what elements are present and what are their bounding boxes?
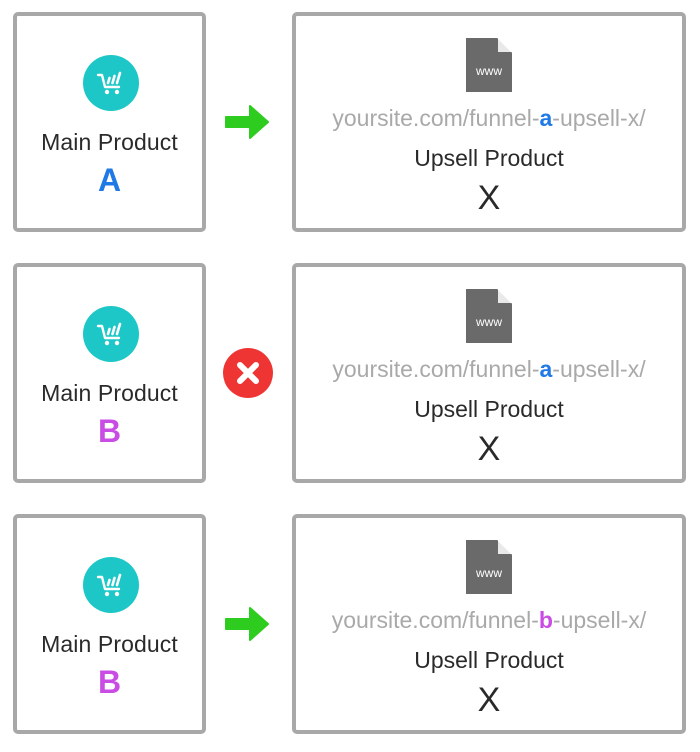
upsell-product-letter: X bbox=[477, 179, 501, 217]
main-product-label: Main Product bbox=[41, 380, 178, 406]
web-page-document-icon: www bbox=[466, 37, 513, 92]
main-product-box: Main Product B bbox=[13, 514, 206, 734]
main-product-variant-letter: B bbox=[97, 413, 122, 449]
doc-icon-text: www bbox=[475, 315, 502, 329]
upsell-product-letter: X bbox=[477, 430, 501, 468]
url-prefix: yoursite.com/funnel- bbox=[332, 356, 540, 382]
upsell-product-box: www yoursite.com/funnel-a-upsell-x/ Upse… bbox=[292, 12, 686, 232]
url-suffix: -upsell-x/ bbox=[552, 105, 646, 131]
main-product-box: Main Product A bbox=[13, 12, 206, 232]
green-arrow-icon bbox=[222, 598, 274, 650]
url-prefix: yoursite.com/funnel- bbox=[332, 105, 540, 131]
main-product-label: Main Product bbox=[41, 129, 178, 155]
upsell-product-box: www yoursite.com/funnel-b-upsell-x/ Upse… bbox=[292, 514, 686, 734]
url-suffix: -upsell-x/ bbox=[552, 356, 646, 382]
upsell-product-label: Upsell Product bbox=[414, 396, 564, 422]
url-suffix: -upsell-x/ bbox=[552, 607, 647, 633]
flow-row-3: Main Product B www yoursite.com/funnel-b… bbox=[0, 514, 700, 734]
doc-icon-text: www bbox=[475, 64, 502, 78]
upsell-url: yoursite.com/funnel-a-upsell-x/ bbox=[296, 356, 682, 383]
upsell-url: yoursite.com/funnel-a-upsell-x/ bbox=[296, 105, 682, 132]
url-variant: b bbox=[538, 607, 553, 633]
web-page-document-icon: www bbox=[466, 539, 513, 594]
red-x-circle-icon bbox=[222, 347, 274, 399]
flow-row-2: Main Product B www yoursite.com/funnel-a… bbox=[0, 263, 700, 483]
main-product-box: Main Product B bbox=[13, 263, 206, 483]
url-prefix: yoursite.com/funnel- bbox=[331, 607, 539, 633]
url-variant: a bbox=[539, 356, 553, 382]
url-variant: a bbox=[539, 105, 553, 131]
doc-icon-text: www bbox=[475, 566, 502, 580]
upsell-product-label: Upsell Product bbox=[414, 145, 564, 171]
upsell-product-label: Upsell Product bbox=[414, 647, 564, 673]
shopping-cart-icon bbox=[83, 306, 139, 362]
green-arrow-icon bbox=[222, 96, 274, 148]
upsell-url: yoursite.com/funnel-b-upsell-x/ bbox=[296, 607, 682, 634]
main-product-variant-letter: B bbox=[97, 664, 122, 700]
upsell-product-letter: X bbox=[477, 681, 501, 719]
web-page-document-icon: www bbox=[466, 288, 513, 343]
upsell-product-box: www yoursite.com/funnel-a-upsell-x/ Upse… bbox=[292, 263, 686, 483]
flow-row-1: Main Product A www yoursite.com/funnel-a… bbox=[0, 12, 700, 232]
shopping-cart-icon bbox=[83, 557, 139, 613]
main-product-label: Main Product bbox=[41, 631, 178, 657]
main-product-variant-letter: A bbox=[97, 162, 122, 198]
shopping-cart-icon bbox=[83, 55, 139, 111]
